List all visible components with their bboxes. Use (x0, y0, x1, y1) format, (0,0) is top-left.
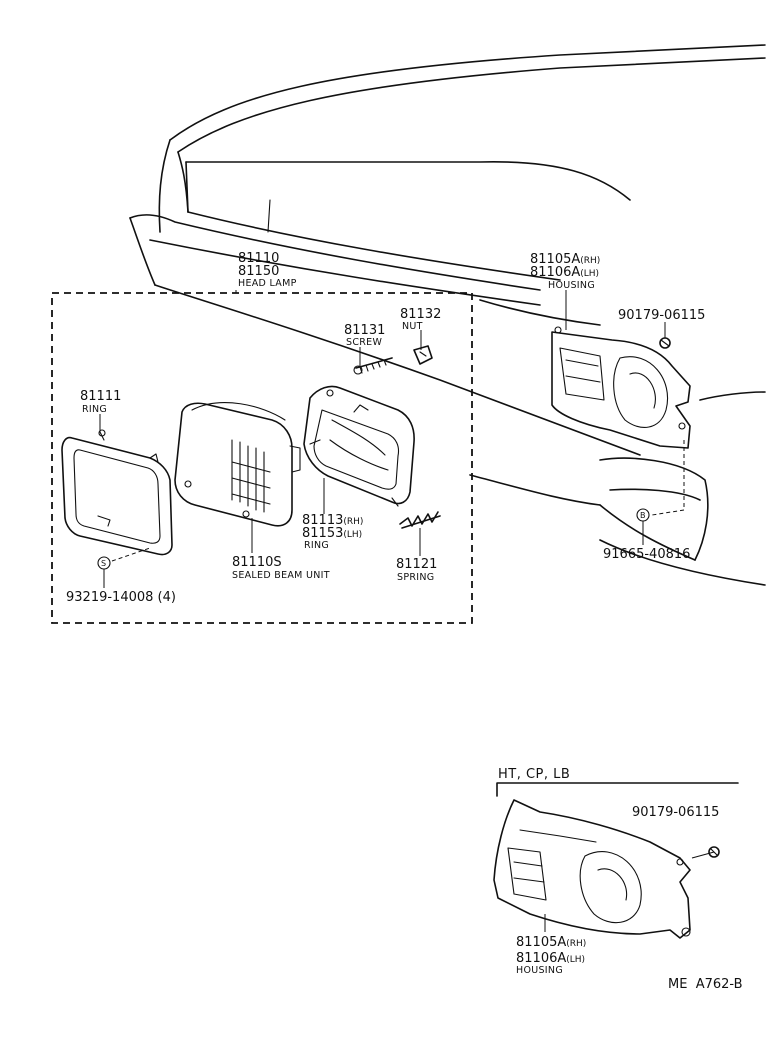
ring-inner-name: RING (304, 540, 329, 551)
housing-main-line-2: 81106A(LH) (530, 265, 599, 280)
label-housing-main: 81105A(RH) 81106A(LH) HOUSING (530, 252, 600, 291)
variant-housing-line-2: 81106A(LH) (516, 951, 585, 966)
svg-text:B: B (640, 511, 646, 520)
screw-pn: 81131 (344, 323, 385, 338)
screw-part (353, 357, 393, 375)
assembly-boundary (51, 292, 473, 624)
label-housing-variant: 81105A(RH) 81106A(LH) HOUSING (516, 935, 586, 976)
ring-screw-pn: 93219-14008 (4) (66, 590, 176, 605)
variant-housing-line-1: 81105A(RH) (516, 935, 586, 950)
label-screw: 81131 SCREW (344, 323, 385, 348)
screw-symbol: S (97, 547, 151, 570)
housing-main-line-1: 81105A(RH) (530, 252, 600, 267)
svg-text:S: S (101, 559, 106, 568)
housing-main-part (551, 326, 691, 516)
ring-inner-line-2: 81153(LH) (302, 526, 362, 541)
footer-code: ME A762-B (668, 977, 743, 992)
spring-part (399, 511, 441, 529)
sealed-beam-pn: 81110S (232, 555, 282, 570)
spring-pn: 81121 (396, 557, 437, 572)
ring-inner-line-1: 81113(RH) (302, 513, 363, 528)
nut-name: NUT (402, 321, 423, 332)
variant-caption: HT, CP, LB (498, 767, 570, 782)
outer-ring-part (61, 429, 173, 556)
bolt-main-part (659, 337, 671, 349)
label-head-lamp: 81110 81150 HEAD LAMP (238, 251, 297, 289)
bolt-main-pn: 90179-06115 (618, 308, 705, 323)
screw-name: SCREW (346, 337, 382, 348)
inner-ring-part (303, 385, 415, 507)
head-lamp-name: HEAD LAMP (238, 278, 297, 289)
variant-bolt-pn: 90179-06115 (632, 805, 719, 820)
ring-outer-name: RING (82, 404, 107, 415)
label-ring-inner: 81113(RH) 81153(LH) RING (302, 513, 363, 551)
vehicle-body (129, 44, 766, 586)
housing-main-name: HOUSING (548, 280, 595, 291)
variant-housing-name: HOUSING (516, 965, 563, 976)
head-lamp-pn-1: 81110 (238, 251, 279, 266)
bumper-bolt-symbol: B (636, 508, 650, 522)
sealed-beam-name: SEALED BEAM UNIT (232, 570, 330, 581)
bumper-bolt-pn: 91665-40816 (603, 547, 690, 562)
variant-section (493, 782, 739, 939)
label-ring-outer: 81111 RING (80, 389, 121, 415)
nut-part (413, 345, 433, 365)
label-spring: 81121 SPRING (396, 557, 437, 583)
sealed-beam-part (174, 402, 301, 527)
head-lamp-pn-2: 81150 (238, 264, 279, 279)
ring-outer-pn: 81111 (80, 389, 121, 404)
spring-name: SPRING (397, 572, 434, 583)
label-nut: 81132 NUT (400, 307, 441, 332)
label-sealed-beam: 81110S SEALED BEAM UNIT (232, 555, 330, 581)
nut-pn: 81132 (400, 307, 441, 322)
